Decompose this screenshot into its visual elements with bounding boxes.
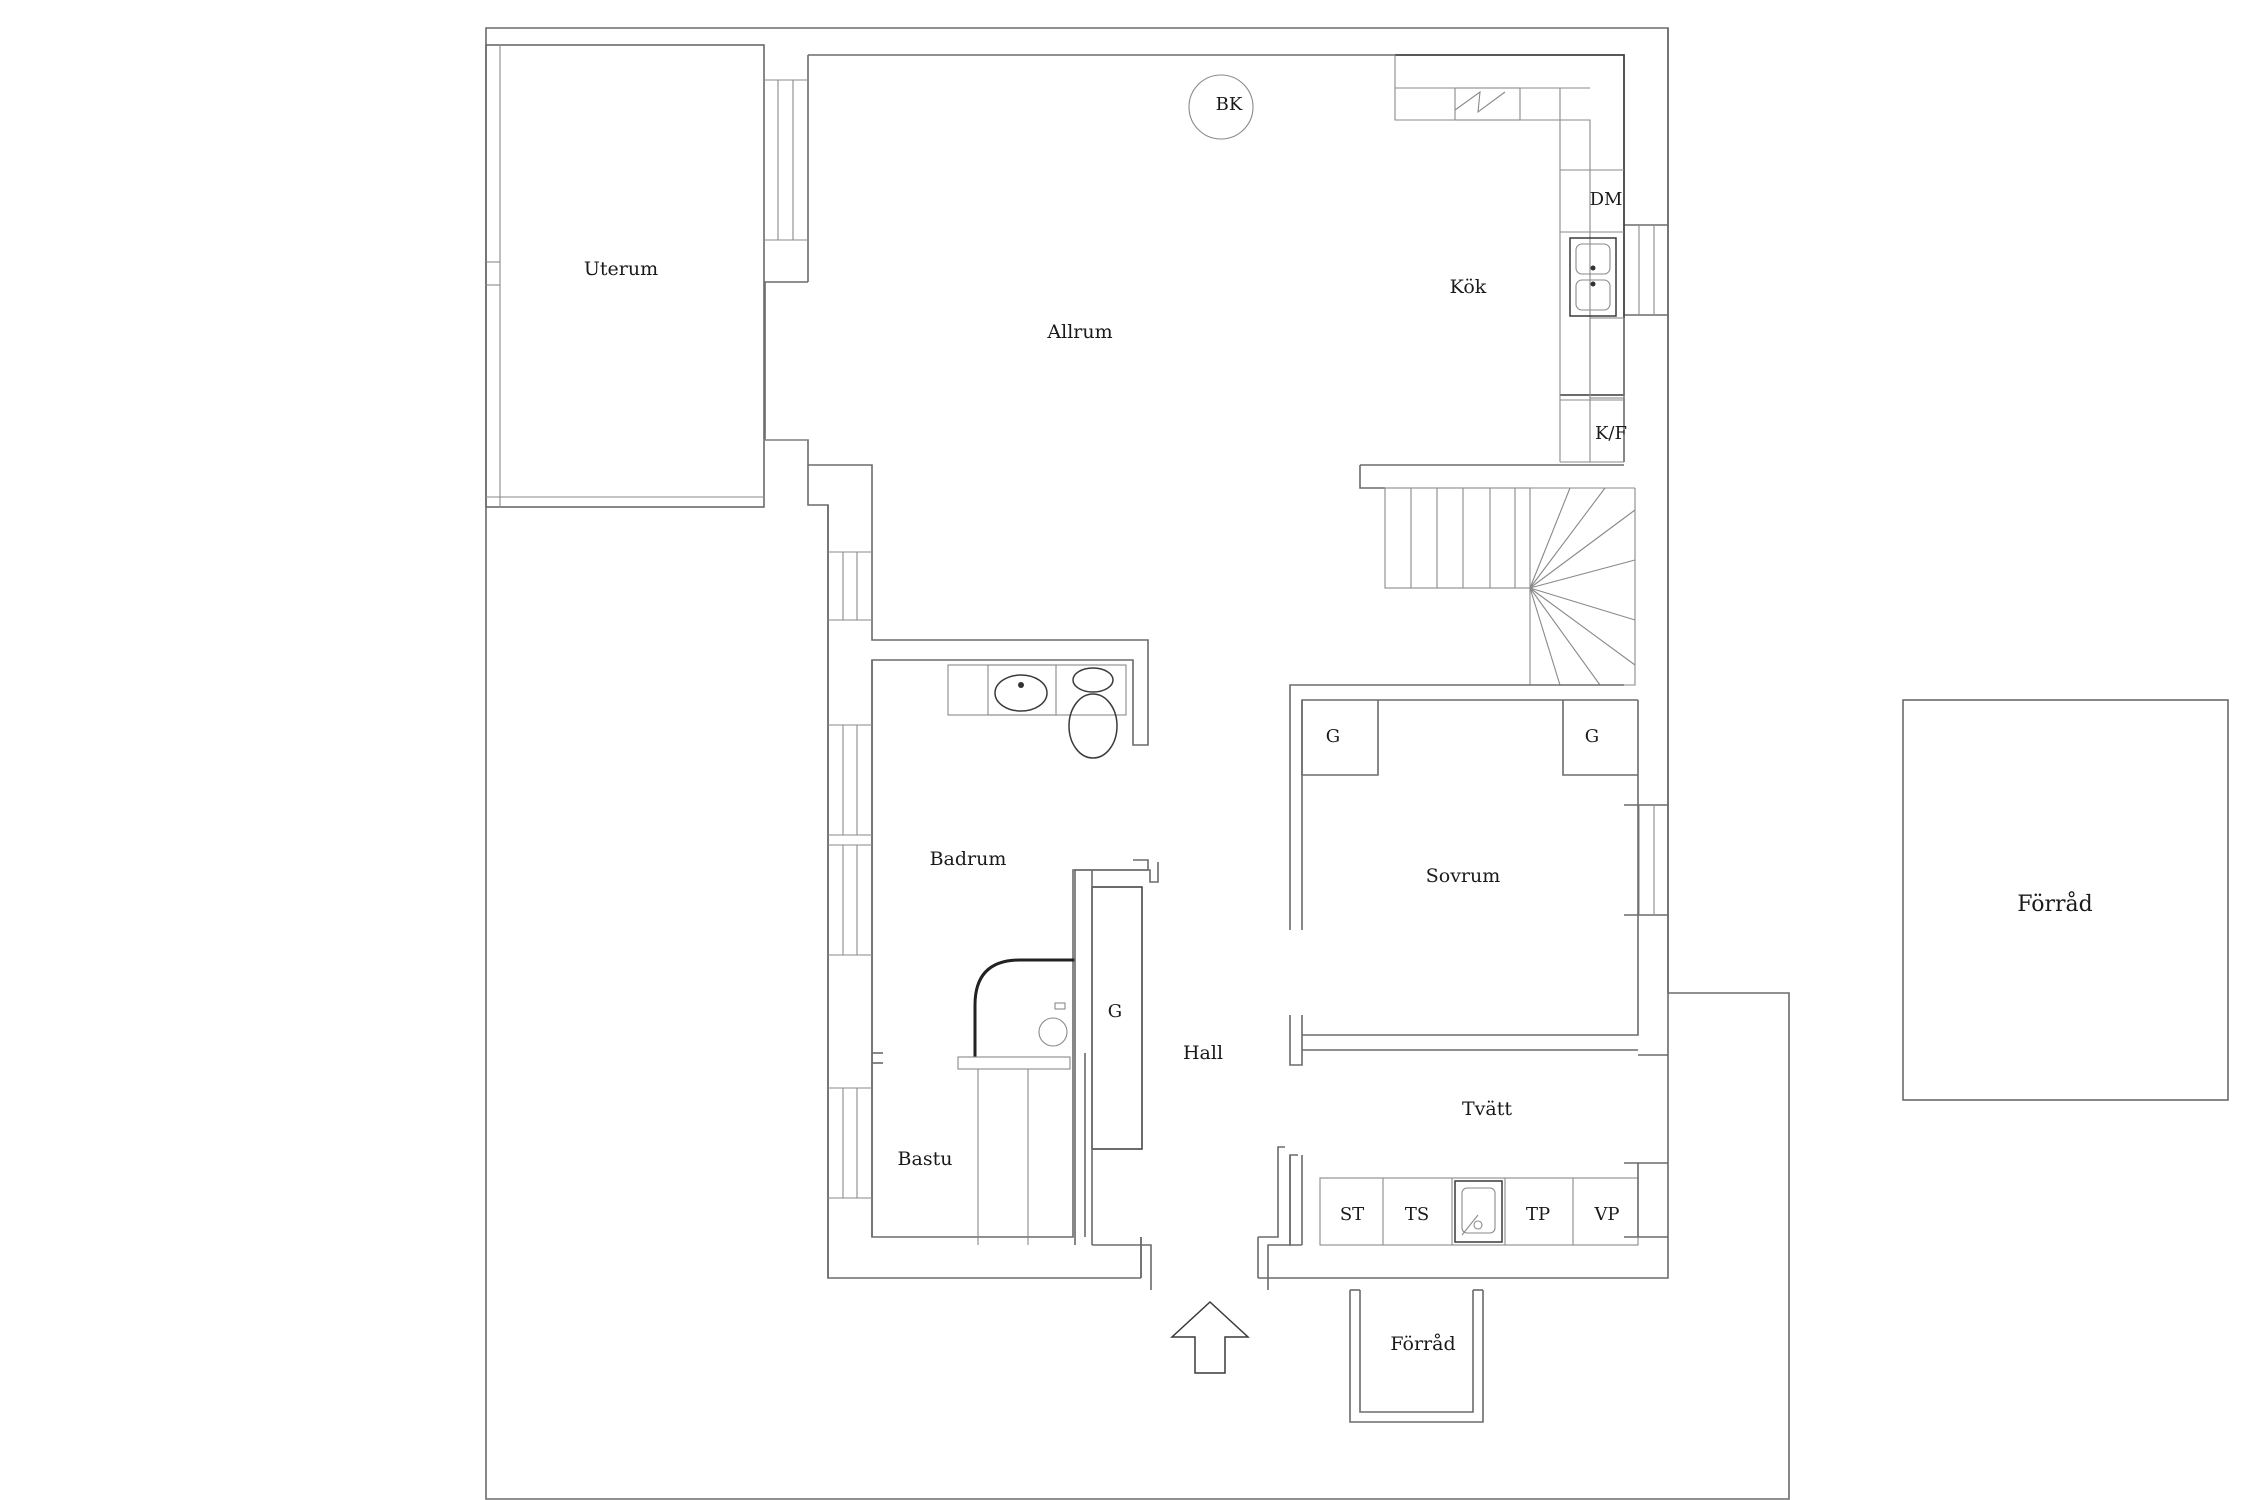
bk-circle	[1188, 74, 1254, 140]
fixture-label-st: ST	[1340, 1204, 1364, 1225]
west-wall	[827, 505, 883, 1278]
small-storage	[1349, 1289, 1484, 1423]
room-label-badrum: Badrum	[930, 848, 1007, 870]
room-label-bastu: Bastu	[898, 1148, 953, 1170]
bathroom	[947, 664, 1127, 1245]
room-label-forrad-small: Förråd	[1390, 1333, 1455, 1355]
fixture-label-g-sovrum-left: G	[1326, 726, 1340, 747]
room-label-tvatt: Tvätt	[1462, 1098, 1512, 1120]
fixture-label-dm: DM	[1590, 189, 1623, 210]
fixture-label-ts: TS	[1405, 1204, 1429, 1225]
room-label-uterum: Uterum	[584, 258, 658, 280]
room-label-forrad-outbuilding: Förråd	[2017, 890, 2093, 917]
fixture-label-bk: BK	[1216, 94, 1243, 115]
staircase	[1359, 464, 1636, 686]
laundry	[1289, 1155, 1639, 1246]
fixture-label-g-sovrum-right: G	[1585, 726, 1599, 747]
east-wall	[1624, 28, 1669, 1238]
bedroom-walls	[1289, 684, 1668, 1066]
outbuilding	[1902, 699, 2229, 1101]
room-label-hall: Hall	[1183, 1042, 1223, 1064]
fixture-label-vp: VP	[1593, 1204, 1619, 1225]
room-label-allrum: Allrum	[1046, 321, 1112, 343]
room-label-sovrum: Sovrum	[1426, 865, 1501, 887]
fixture-label-kf: K/F	[1595, 423, 1627, 444]
room-label-kok: Kök	[1450, 276, 1487, 298]
kitchen-counter	[1394, 54, 1625, 463]
entrance-arrow	[1170, 1300, 1250, 1374]
fixture-label-g-hall: G	[1108, 1001, 1122, 1022]
house-walls	[485, 44, 1669, 1279]
hall-wardrobe	[1074, 862, 1298, 1290]
fixture-label-tp: TP	[1526, 1204, 1550, 1225]
